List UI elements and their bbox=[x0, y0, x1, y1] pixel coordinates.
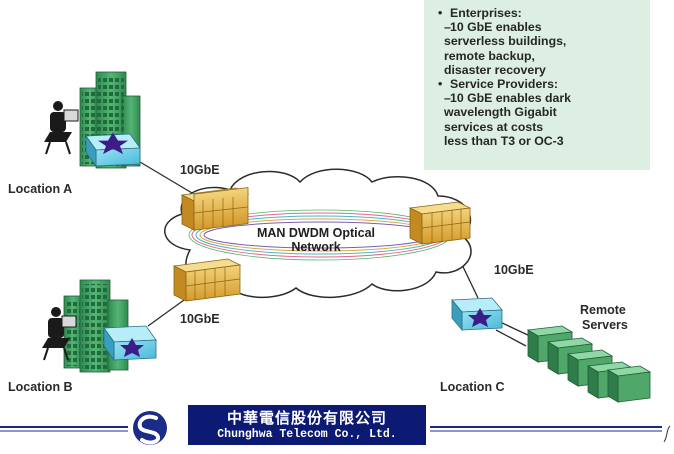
info-item-detail: 10 GbE enables bbox=[436, 20, 642, 34]
link-servers-line-1 bbox=[499, 321, 531, 337]
corner-ornament-icon bbox=[663, 425, 671, 443]
remote-servers-label-line2: Servers bbox=[582, 318, 628, 332]
link-b-speed-label: 10GbE bbox=[180, 312, 220, 326]
location-a-label: Location A bbox=[8, 182, 73, 196]
company-name-english: Chunghwa Telecom Co., Ltd. bbox=[217, 428, 397, 441]
company-logo: 中華電信股份有限公司 Chunghwa Telecom Co., Ltd. bbox=[188, 405, 426, 445]
benefits-info-box: Enterprises: 10 GbE enables serverless b… bbox=[424, 0, 650, 170]
info-item-title: Enterprises: bbox=[436, 6, 642, 20]
info-item-enterprises: Enterprises: 10 GbE enables serverless b… bbox=[436, 6, 642, 77]
footer-rule bbox=[0, 426, 662, 432]
worker-b-icon bbox=[42, 307, 77, 361]
cloud-label-line2: Network bbox=[291, 240, 340, 254]
info-item-detail: wavelength Gigabit bbox=[444, 105, 557, 120]
info-item-detail: less than T3 or OC-3 bbox=[444, 133, 564, 148]
worker-a-icon bbox=[44, 101, 79, 155]
switch-b-icon bbox=[103, 325, 157, 362]
link-a-speed-label: 10GbE bbox=[180, 163, 220, 177]
info-item-title: Service Providers: bbox=[436, 77, 642, 91]
info-item-detail: services at costs bbox=[444, 119, 544, 134]
info-item-detail: remote backup, bbox=[444, 48, 535, 63]
optical-mux-a bbox=[180, 187, 250, 231]
switch-a-icon bbox=[85, 132, 141, 168]
company-name-chinese: 中華電信股份有限公司 bbox=[226, 409, 387, 427]
link-servers-line-2 bbox=[495, 329, 527, 347]
link-a-line bbox=[139, 161, 193, 194]
remote-servers-icon bbox=[526, 325, 652, 403]
optical-mux-b bbox=[172, 258, 242, 302]
optical-mux-c bbox=[408, 201, 472, 245]
switch-c-icon bbox=[451, 297, 503, 332]
link-c-speed-label: 10GbE bbox=[494, 263, 534, 277]
company-logo-icon bbox=[133, 411, 167, 445]
cloud-label-line1: MAN DWDM Optical bbox=[257, 226, 375, 240]
info-item-detail: serverless buildings, bbox=[444, 34, 567, 49]
info-item-service-providers: Service Providers: 10 GbE enables dark w… bbox=[436, 77, 642, 148]
link-b-line bbox=[147, 299, 185, 327]
remote-servers-label-line1: Remote bbox=[580, 303, 626, 317]
info-item-detail: disaster recovery bbox=[444, 62, 546, 77]
info-item-detail: 10 GbE enables dark bbox=[436, 91, 642, 105]
location-b-label: Location B bbox=[8, 380, 73, 394]
location-c-label: Location C bbox=[440, 380, 505, 394]
